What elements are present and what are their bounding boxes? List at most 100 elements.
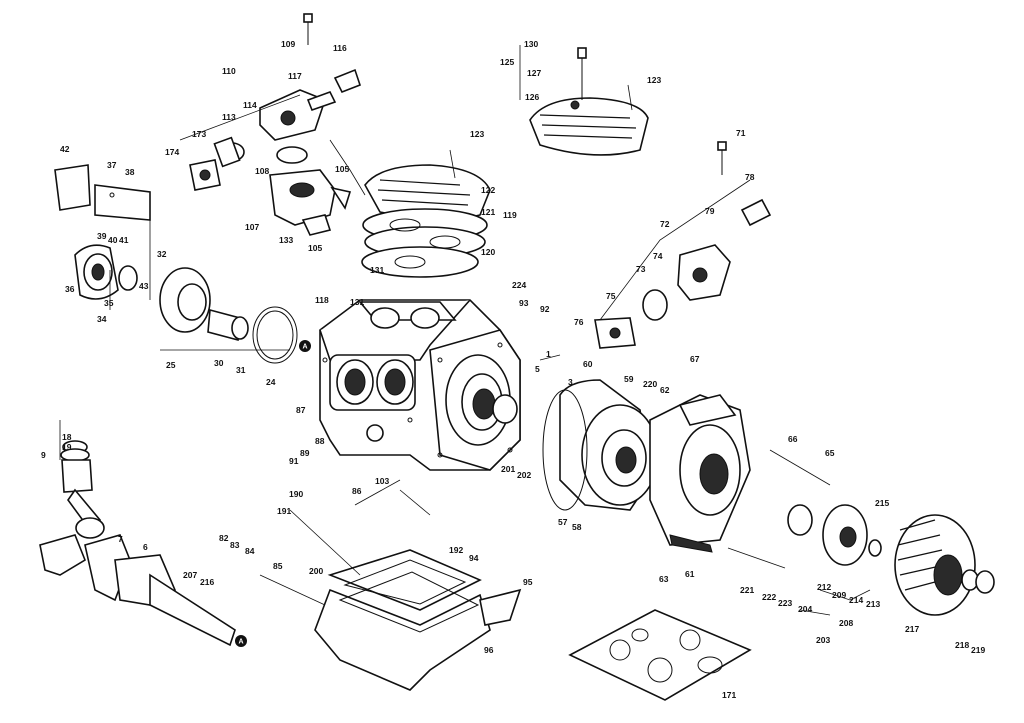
callout: 200: [309, 566, 323, 576]
callout: 213: [866, 599, 880, 609]
callout: 62: [660, 385, 670, 395]
callout: 123: [470, 129, 484, 139]
callout: 117: [288, 71, 302, 81]
callout: 7: [118, 534, 123, 544]
callout: 204: [798, 604, 812, 614]
callout: 171: [722, 690, 736, 700]
callout: 6: [143, 542, 148, 552]
callout: 92: [540, 304, 550, 314]
gasket-set: [568, 609, 752, 701]
callout: 83: [230, 540, 240, 550]
callout: 5: [535, 364, 540, 374]
callout: 215: [875, 498, 889, 508]
pulley-assembly: [787, 504, 995, 616]
callout: 89: [300, 448, 310, 458]
callout: 1: [546, 349, 551, 359]
callout: 203: [816, 635, 830, 645]
callout: 201: [501, 464, 515, 474]
callout: 119: [503, 210, 517, 220]
callout: 95: [523, 577, 533, 587]
callout: 37: [107, 160, 117, 170]
callout: 192: [449, 545, 463, 555]
callout: 82: [219, 533, 229, 543]
callout: 108: [255, 166, 269, 176]
callout: 85: [273, 561, 283, 571]
callout: 217: [905, 624, 919, 634]
callout: 18: [62, 432, 72, 442]
callout: 221: [740, 585, 754, 595]
callout: 224: [512, 280, 526, 290]
callout: 88: [315, 436, 325, 446]
callout: 60: [583, 359, 593, 369]
callout: 122: [481, 185, 495, 195]
crankshaft-piston: A: [39, 440, 247, 647]
callout: 103: [375, 476, 389, 486]
callout: 120: [481, 247, 495, 257]
callout: 76: [574, 317, 584, 327]
callout: 74: [653, 251, 663, 261]
callout: 93: [519, 298, 529, 308]
crankcase: [319, 299, 521, 471]
callout: 109: [281, 39, 295, 49]
callout: 66: [788, 434, 798, 444]
callout: 220: [643, 379, 657, 389]
callout: 113: [222, 112, 236, 122]
callout: 91: [289, 456, 299, 466]
callout-labels: 109 116 110 117 114 113 173 174 108 107 …: [41, 39, 985, 700]
callout: 212: [817, 582, 831, 592]
callout: 130: [524, 39, 538, 49]
suction-valve-assembly: [189, 13, 361, 236]
callout: 107: [245, 222, 259, 232]
callout: 41: [119, 235, 129, 245]
callout: 131: [350, 297, 364, 307]
reference-marker-a-lower: A: [238, 639, 243, 646]
cylinder-head-top: [529, 47, 649, 156]
callout: 191: [277, 506, 291, 516]
discharge-valve-assembly: [594, 141, 772, 349]
callout: 78: [745, 172, 755, 182]
callout: 61: [685, 569, 695, 579]
callout: 110: [222, 66, 236, 76]
callout: 31: [236, 365, 246, 375]
callout: 73: [636, 264, 646, 274]
callout: 131: [370, 265, 384, 275]
callout: 96: [484, 645, 494, 655]
callout: 43: [139, 281, 149, 291]
callout: 218: [955, 640, 969, 650]
callout: 75: [606, 291, 616, 301]
callout: 24: [266, 377, 276, 387]
reference-marker-a-upper: A: [302, 344, 307, 351]
callout: 65: [825, 448, 835, 458]
callout: 42: [60, 144, 70, 154]
callout: 39: [97, 231, 107, 241]
callout: 40: [108, 235, 118, 245]
callout: 58: [572, 522, 582, 532]
callout: 121: [481, 207, 495, 217]
callout: 79: [705, 206, 715, 216]
callout: 38: [125, 167, 135, 177]
bolts-and-leaders: A: [59, 45, 871, 616]
callout: 19: [62, 442, 72, 452]
callout: 67: [690, 354, 700, 364]
callout: 216: [200, 577, 214, 587]
oil-pump-assembly: [54, 164, 298, 364]
callout: 126: [525, 92, 539, 102]
callout: 57: [558, 517, 568, 527]
callout: 105: [308, 243, 322, 253]
callout: 127: [527, 68, 541, 78]
callout: 94: [469, 553, 479, 563]
callout: 118: [315, 295, 329, 305]
callout: 71: [736, 128, 746, 138]
callout: 123: [647, 75, 661, 85]
callout: 72: [660, 219, 670, 229]
callout: 173: [192, 129, 206, 139]
callout: 59: [624, 374, 634, 384]
callout: 174: [165, 147, 179, 157]
callout: 133: [279, 235, 293, 245]
callout: 223: [778, 598, 792, 608]
callout: 86: [352, 486, 362, 496]
callout: 116: [333, 43, 347, 53]
callout: 25: [166, 360, 176, 370]
callout: 87: [296, 405, 306, 415]
